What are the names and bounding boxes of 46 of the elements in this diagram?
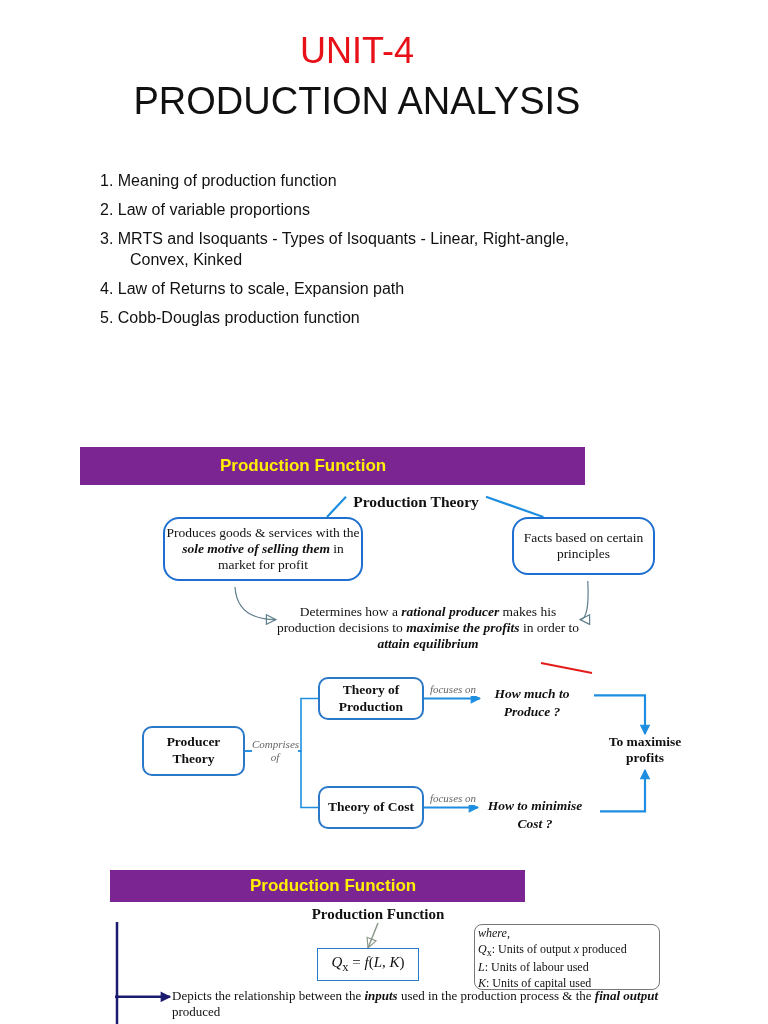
unit-heading: UNIT-4 <box>299 30 415 72</box>
bubble-text: Produces goods & services with the sole motive of selling them in market for profit <box>165 524 361 574</box>
bubble-text: Facts based on certain principles <box>522 529 645 563</box>
goal-text: To maximise profits <box>598 734 692 770</box>
note-line: K: Units of capital used <box>478 975 593 991</box>
process-box <box>318 677 424 720</box>
list-item: 5. Cobb-Douglas production function <box>100 308 361 328</box>
process-box <box>142 726 245 776</box>
arrow <box>423 802 479 813</box>
box-text: Theory of Production <box>337 681 405 716</box>
diagram-heading: Production Theory <box>346 493 486 512</box>
arrow <box>600 769 650 813</box>
page-title: PRODUCTION ANALYSIS <box>132 80 582 123</box>
connector-line <box>326 496 347 518</box>
diagram-heading: Production Function <box>298 905 458 923</box>
list-item: 3. MRTS and Isoquants - Types of Isoquants - Linear, Right-angle, Convex, Kinked <box>100 229 570 270</box>
arrow <box>423 693 481 704</box>
connector-line <box>485 495 544 519</box>
arrow <box>115 991 171 1002</box>
edge-label: focuses on <box>427 682 479 696</box>
arrow <box>594 694 650 735</box>
note-box <box>474 924 660 990</box>
note-line: L: Units of labour used <box>478 960 590 976</box>
speech-bubble <box>163 517 363 581</box>
title-band: Production Function <box>80 447 585 485</box>
formula-box <box>317 948 419 981</box>
title-band: Production Function <box>110 870 525 902</box>
list-item: 1. Meaning of production function <box>100 171 338 191</box>
arrow <box>234 586 277 625</box>
description-text: Depicts the relationship between the inputs used in the production process & the final output produced <box>172 988 672 1022</box>
description-text: Determines how a rational producer makes his production decisions to maximise the profits in order to attain equilibrium <box>276 604 580 656</box>
question-text: How much to Produce ? <box>480 684 584 722</box>
process-box <box>318 786 424 829</box>
note-line: Q$_{x}$: Units of output x produced <box>478 941 628 960</box>
arrow <box>579 580 591 624</box>
question-text: How to minimise Cost ? <box>478 797 592 833</box>
edge-label: Comprises of <box>252 738 298 765</box>
formula-text: Q$_{x}$ = f(L, K) <box>331 954 405 975</box>
speech-bubble <box>512 517 655 575</box>
arrow <box>366 922 379 949</box>
box-text: Producer Theory <box>165 734 222 768</box>
box-text: Theory of Cost <box>327 799 415 816</box>
note-line: where, <box>478 926 511 942</box>
list-item: 4. Law of Returns to scale, Expansion path <box>100 279 406 299</box>
edge-label: focuses on <box>427 791 479 805</box>
list-item: 2. Law of variable proportions <box>100 200 311 220</box>
